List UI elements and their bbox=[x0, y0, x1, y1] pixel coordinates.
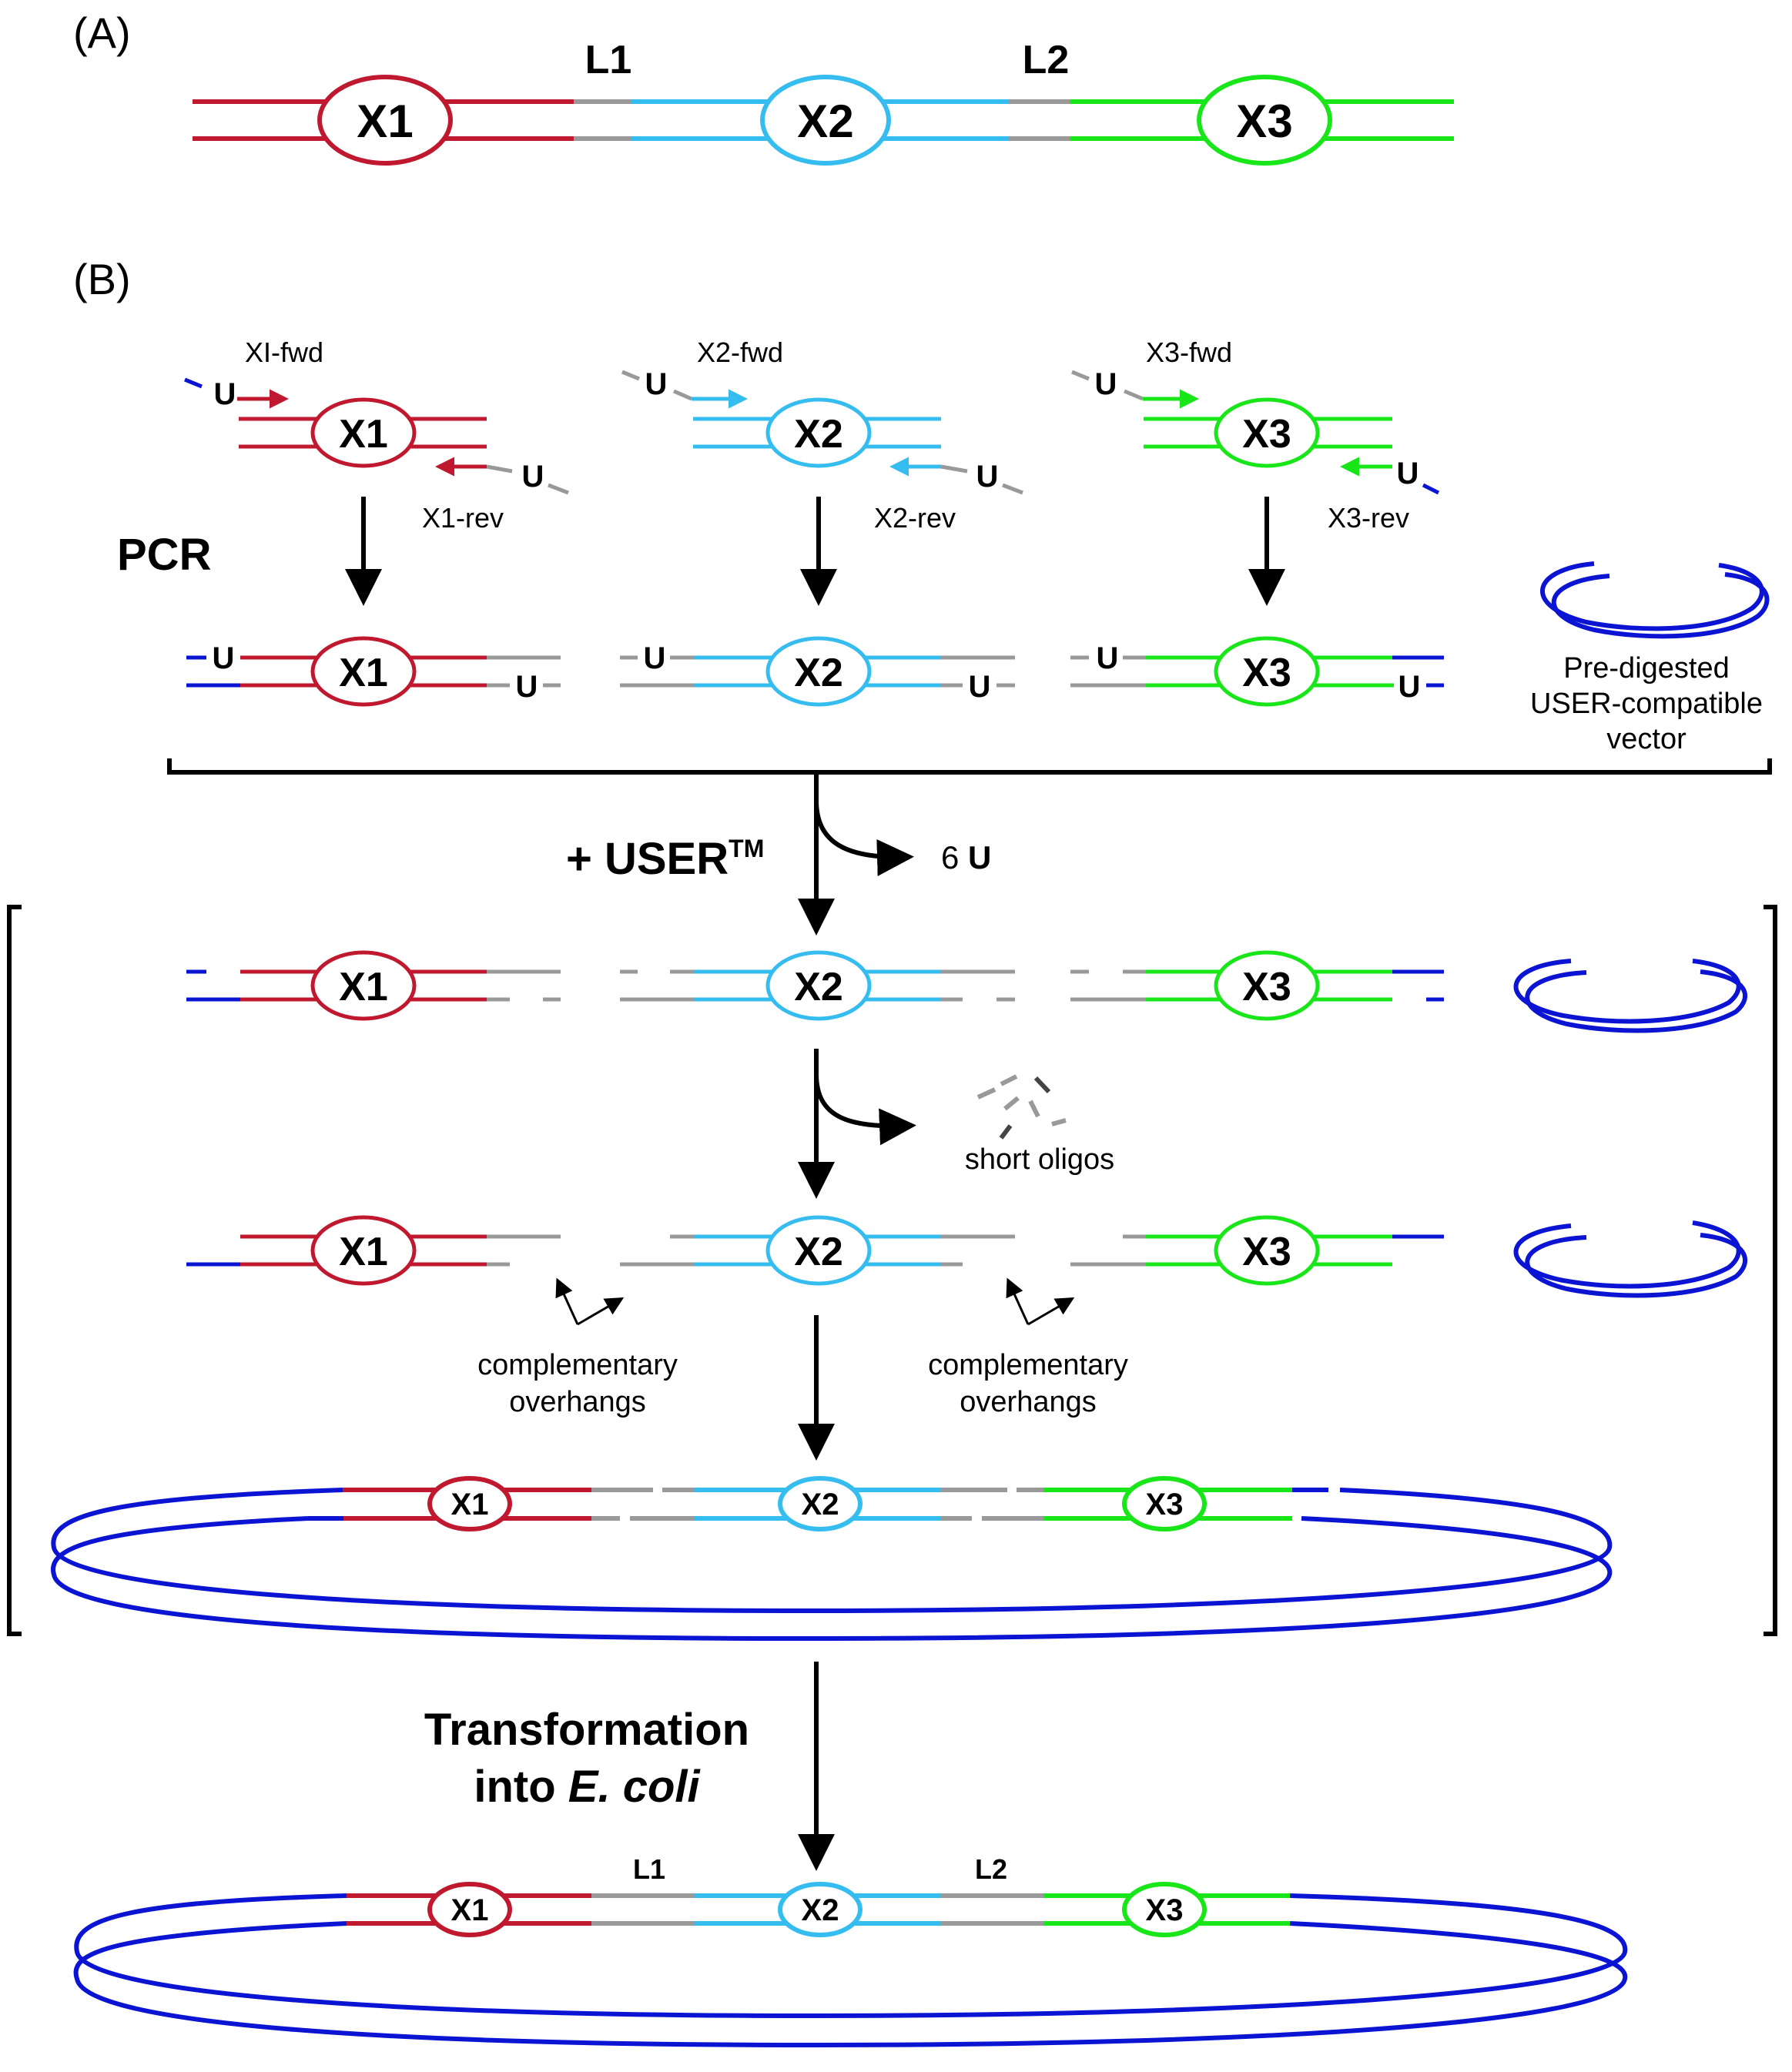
transformation-label-line2: into E. coli bbox=[474, 1762, 701, 1812]
gene-x3-label: X3 bbox=[1242, 412, 1291, 457]
gene-x2-label: X2 bbox=[802, 1488, 839, 1521]
reaction-brackets bbox=[7, 905, 1777, 1636]
primer-x1-fwd: XI-fwd bbox=[245, 336, 323, 368]
uracil-label: U bbox=[213, 641, 235, 675]
panel-a-label: (A) bbox=[73, 8, 131, 57]
linker-l2-label: L2 bbox=[1023, 38, 1070, 82]
gene-x1-label: X1 bbox=[357, 95, 413, 147]
nicked-x1 bbox=[186, 950, 561, 1021]
overhangs-label-2: overhangs bbox=[960, 1386, 1096, 1418]
gene-x3-label: X3 bbox=[1236, 95, 1292, 147]
gene-x2-label: X2 bbox=[797, 95, 853, 147]
overhangs-label-1: overhangs bbox=[509, 1386, 645, 1418]
user-trademark: TM bbox=[729, 835, 764, 862]
uracil-label: U bbox=[645, 367, 668, 401]
gene-x3-label: X3 bbox=[1242, 965, 1291, 1009]
vector-after-user bbox=[1513, 959, 1747, 1033]
gene-x1-label: X1 bbox=[339, 651, 388, 695]
gene-x2-label: X2 bbox=[794, 412, 843, 457]
uracil-label: U bbox=[976, 460, 999, 494]
uracil-label: U bbox=[522, 460, 544, 494]
panel-b-label: (B) bbox=[73, 255, 131, 303]
uracil-label: U bbox=[1097, 641, 1119, 675]
gene-x1-label: X1 bbox=[451, 1488, 489, 1521]
primer-x2-fwd: X2-fwd bbox=[697, 336, 783, 368]
vector-label-line2: USER-compatible bbox=[1530, 688, 1763, 720]
nicked-x3 bbox=[1070, 950, 1444, 1021]
uracil-label: U bbox=[1095, 367, 1117, 401]
user-step-arrows bbox=[798, 774, 914, 936]
linker-l2-label: L2 bbox=[975, 1853, 1007, 1885]
product-x1 bbox=[186, 636, 561, 707]
gene-x3-label: X3 bbox=[1242, 651, 1291, 695]
oligo-release-arrows bbox=[798, 1049, 916, 1199]
linker-l1-label: L1 bbox=[585, 38, 632, 82]
uracil-label: U bbox=[1398, 670, 1421, 704]
plasmid-final bbox=[73, 1882, 1628, 2048]
gene-x1-label: X1 bbox=[339, 965, 388, 1009]
vector-label-line1: Pre-digested bbox=[1563, 652, 1729, 685]
pcr-arrows bbox=[345, 497, 1285, 606]
user-step-label: + USERTM bbox=[566, 834, 764, 884]
construct-a bbox=[193, 75, 1454, 166]
gene-x2-label: X2 bbox=[794, 1230, 843, 1274]
overhang-x1 bbox=[186, 1215, 561, 1286]
uracil-label: U bbox=[214, 377, 236, 411]
gene-x1-label: X1 bbox=[339, 412, 388, 457]
gene-x1-label: X1 bbox=[339, 1230, 388, 1274]
transformation-species: E. coli bbox=[568, 1762, 702, 1812]
vector-predigested bbox=[1540, 561, 1770, 639]
nicked-x2 bbox=[620, 950, 1015, 1021]
overhang-x3 bbox=[1070, 1215, 1444, 1286]
template-x1 bbox=[184, 377, 569, 495]
user-step-text: + USER bbox=[566, 834, 729, 884]
template-x2 bbox=[621, 370, 1023, 495]
released-base: U bbox=[968, 839, 991, 875]
gene-x1-label: X1 bbox=[451, 1893, 489, 1927]
gene-x2-label: X2 bbox=[794, 651, 843, 695]
product-x2 bbox=[620, 636, 1015, 707]
uracil-label: U bbox=[969, 670, 991, 704]
released-uracil-count: 6 U bbox=[941, 839, 991, 875]
overhang-x2 bbox=[620, 1215, 1015, 1286]
gene-x3-label: X3 bbox=[1146, 1488, 1184, 1521]
primer-x1-rev: X1-rev bbox=[422, 502, 504, 534]
short-oligos-label: short oligos bbox=[965, 1143, 1114, 1176]
gene-x3-label: X3 bbox=[1146, 1893, 1184, 1927]
uracil-label: U bbox=[1397, 457, 1419, 490]
plasmid-annealed bbox=[51, 1476, 1613, 1642]
pcr-step-label: PCR bbox=[117, 530, 211, 580]
product-x3 bbox=[1070, 636, 1444, 707]
gene-x2-label: X2 bbox=[802, 1893, 839, 1927]
pooling-bracket bbox=[167, 758, 1772, 775]
gene-x3-label: X3 bbox=[1242, 1230, 1291, 1274]
primer-x3-fwd: X3-fwd bbox=[1146, 336, 1232, 368]
complementary-label-1: complementary bbox=[477, 1349, 678, 1381]
complementary-label-2: complementary bbox=[928, 1349, 1128, 1381]
uracil-label: U bbox=[644, 641, 666, 675]
transformation-label-line1: Transformation bbox=[424, 1705, 749, 1755]
transformation-into: into bbox=[474, 1762, 568, 1812]
gene-x2-label: X2 bbox=[794, 965, 843, 1009]
vector-overhang bbox=[1513, 1220, 1748, 1298]
short-oligos-icon bbox=[976, 1074, 1067, 1140]
uracil-label: U bbox=[516, 670, 538, 704]
primer-x2-rev: X2-rev bbox=[874, 502, 956, 534]
template-x3 bbox=[1071, 370, 1440, 495]
linker-l1-label: L1 bbox=[633, 1853, 665, 1885]
vector-label-line3: vector bbox=[1606, 723, 1686, 755]
released-count: 6 bbox=[941, 839, 959, 875]
overhang-pointers bbox=[555, 1277, 1075, 1326]
primer-x3-rev: X3-rev bbox=[1328, 502, 1409, 534]
